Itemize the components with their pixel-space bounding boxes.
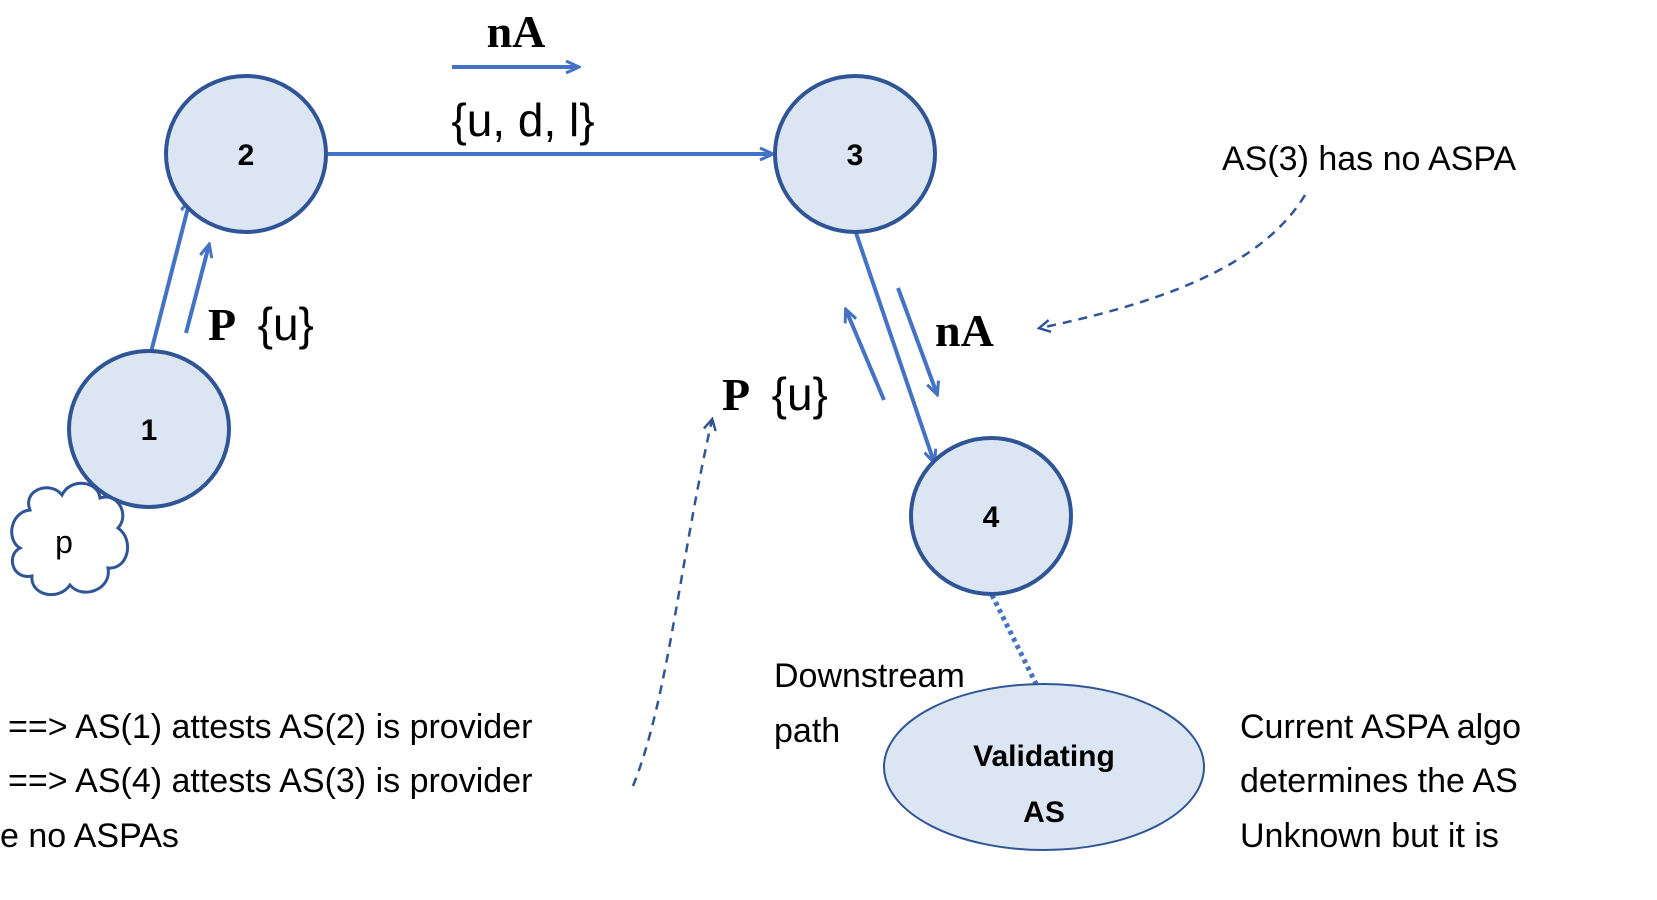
node-as2: 2 — [164, 74, 328, 234]
conclusion-line2: determines the AS — [1240, 762, 1518, 800]
node-as3: 3 — [773, 74, 937, 234]
conclusion-line1: Current ASPA algo — [1240, 708, 1521, 746]
notes-line2: ==> AS(4) attests AS(3) is provider — [8, 762, 532, 800]
validating-as-line2: AS — [1023, 796, 1065, 829]
attributes-top-label: {u, d, l} — [451, 94, 594, 146]
downstream-line2: path — [774, 712, 840, 750]
prefix-label: p — [55, 524, 73, 560]
validating-as-node: Validating AS — [883, 683, 1205, 851]
notes-line3: e no ASPAs — [0, 817, 179, 855]
p-left-attr: {u} — [258, 298, 314, 350]
na-top-label: nA — [487, 6, 546, 57]
node-as1-label: 1 — [141, 414, 158, 447]
node-as2-label: 2 — [238, 139, 255, 172]
node-as3-label: 3 — [847, 139, 864, 172]
p-mid-attr: {u} — [772, 368, 828, 420]
callout-arrow-as3 — [1040, 194, 1307, 328]
p-left-label: P {u} — [208, 298, 314, 350]
validating-as-line1: Validating — [973, 740, 1115, 773]
node-as4-label: 4 — [983, 501, 1000, 534]
announce-arrow-down — [896, 287, 937, 394]
edge-1-to-2 — [148, 200, 190, 357]
conclusion-line3: Unknown but it is — [1240, 817, 1499, 855]
notes-line1: ==> AS(1) attests AS(2) is provider — [8, 708, 532, 746]
announce-arrow-up — [846, 310, 886, 401]
announce-arrow-left — [184, 245, 209, 334]
edge-3-to-4 — [853, 229, 934, 462]
na-right-label: nA — [935, 305, 994, 356]
downstream-line1: Downstream — [774, 657, 965, 695]
p-left-bold: P — [208, 299, 236, 350]
callout-arrow-notes — [631, 420, 712, 787]
prefix-cloud: p — [10, 481, 129, 596]
p-mid-bold: P — [722, 369, 750, 420]
node-as1: 1 — [67, 349, 231, 509]
as3-no-aspa-note: AS(3) has no ASPA — [1222, 140, 1517, 178]
p-mid-label: P {u} — [722, 368, 828, 420]
node-as4: 4 — [909, 436, 1073, 596]
